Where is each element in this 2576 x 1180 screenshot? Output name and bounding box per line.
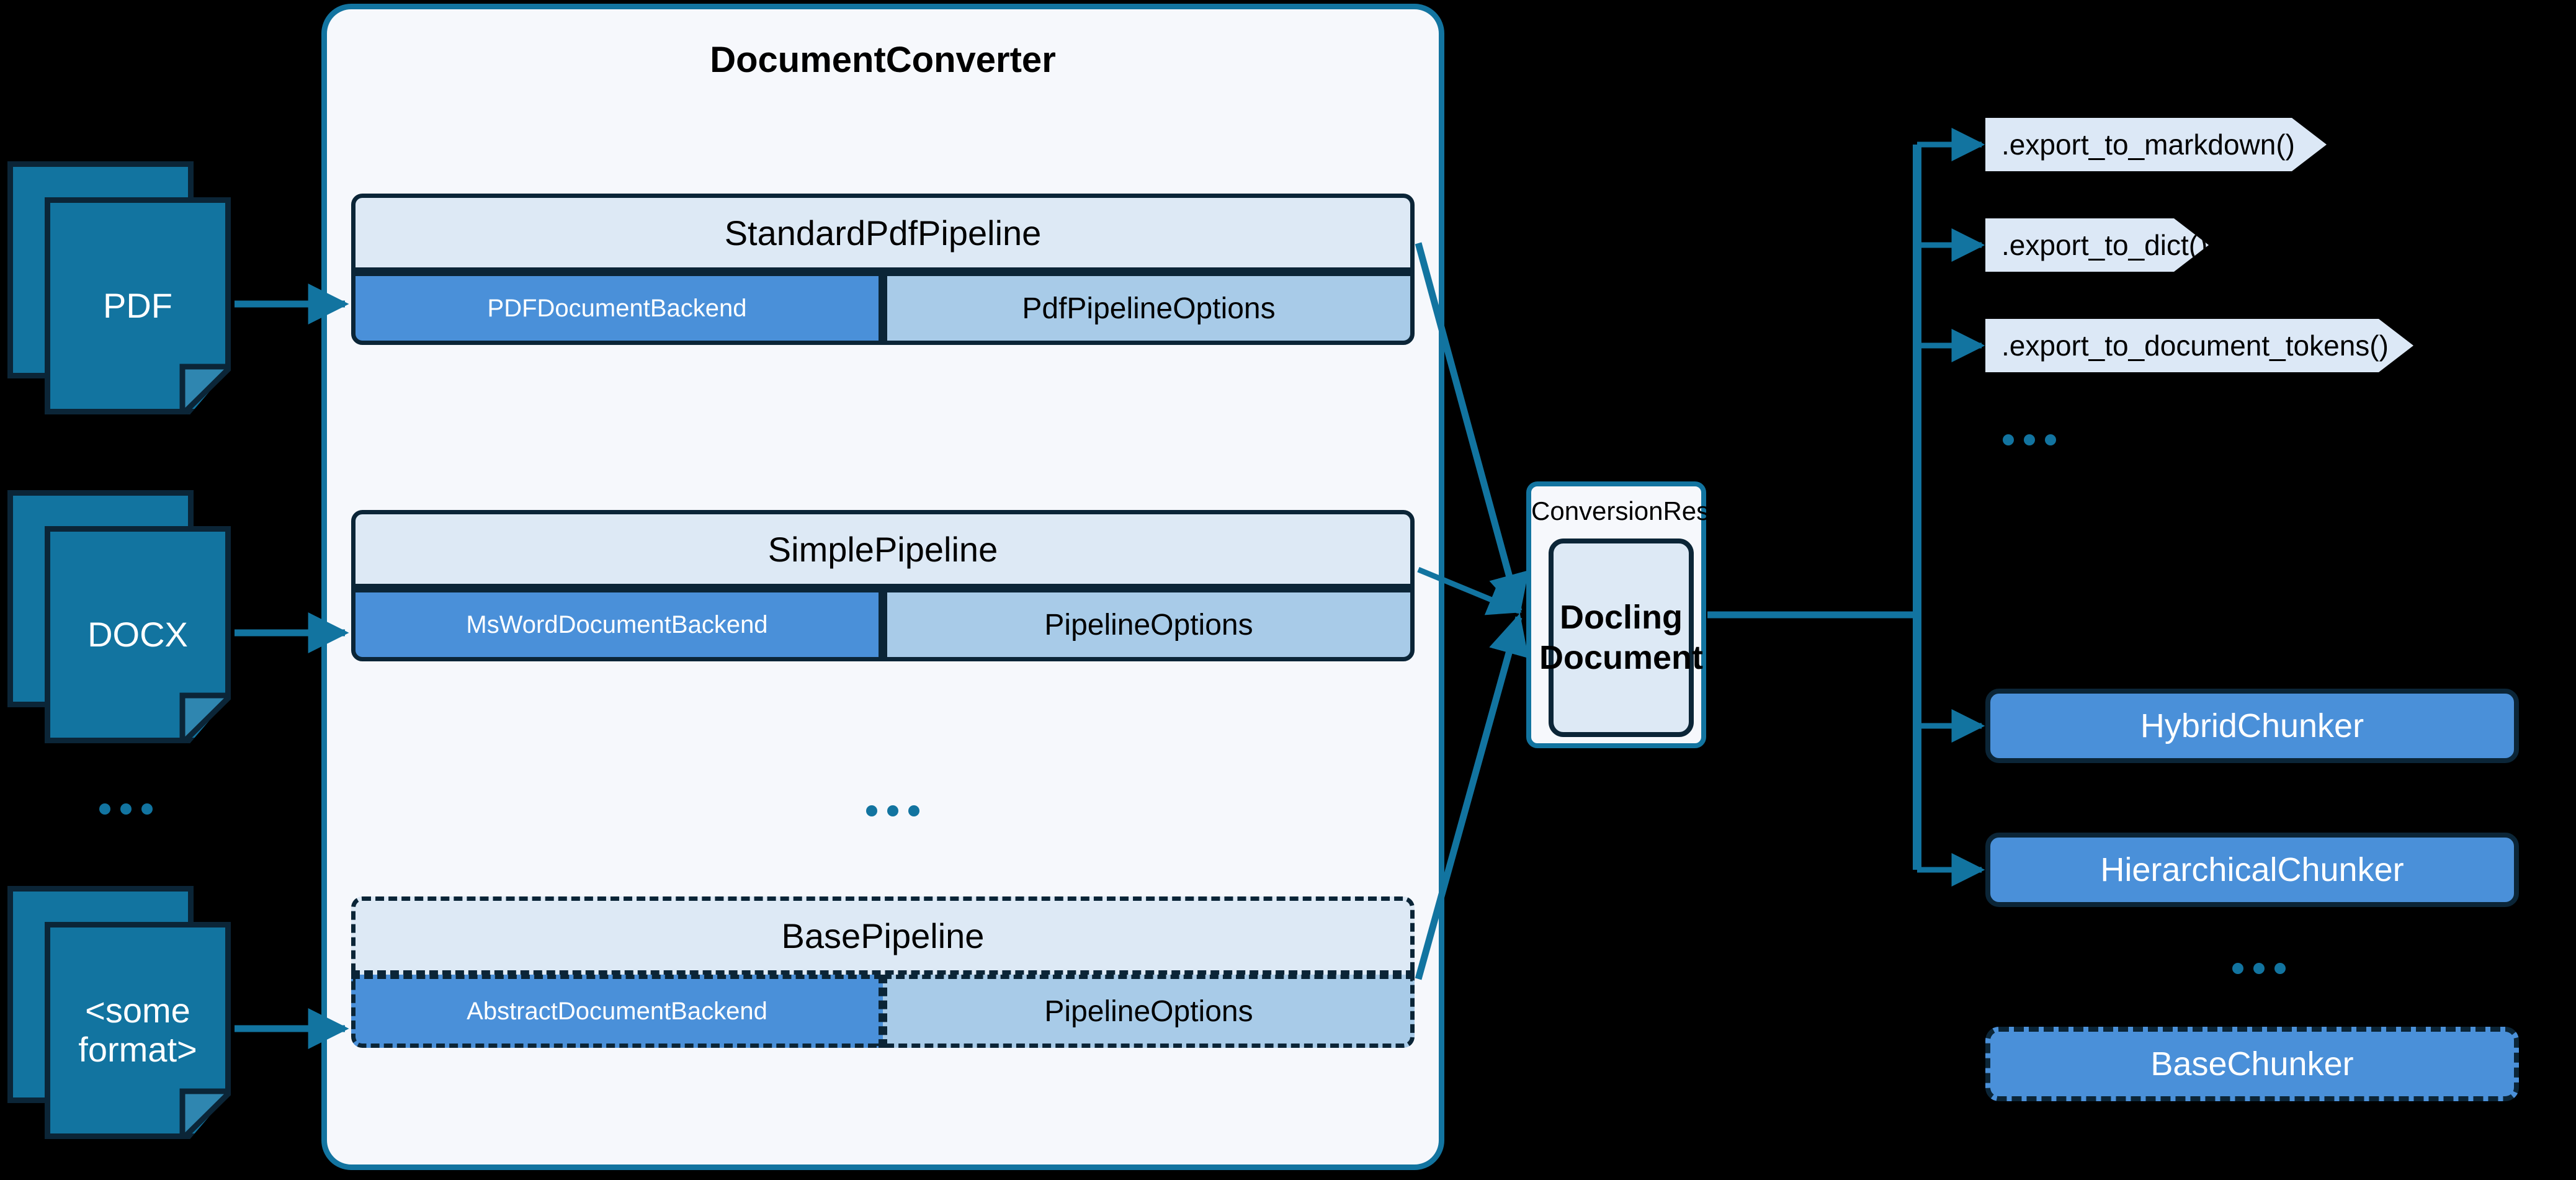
pipelines-ellipsis xyxy=(866,805,919,816)
pipeline-options[interactable]: PdfPipelineOptions xyxy=(883,272,1415,345)
chunker-hierarchical-label: HierarchicalChunker xyxy=(2100,851,2404,888)
doc-front-page: DOCX xyxy=(45,526,231,743)
input-doc-docx-label: DOCX xyxy=(87,614,188,654)
inputs-ellipsis xyxy=(99,803,153,815)
pipeline-head-label: BasePipeline xyxy=(781,916,985,955)
pipeline-options-label: PdfPipelineOptions xyxy=(1022,292,1276,325)
pipeline-backend[interactable]: MsWordDocumentBackend xyxy=(351,588,883,661)
pipeline-head-label: StandardPdfPipeline xyxy=(724,213,1042,253)
pipeline-head[interactable]: SimplePipeline xyxy=(351,510,1415,588)
pipeline-backend-label: AbstractDocumentBackend xyxy=(467,997,767,1025)
doc-front-page: <some format> xyxy=(45,922,231,1139)
pipeline-base[interactable]: BasePipeline AbstractDocumentBackend Pip… xyxy=(351,896,1415,1048)
pipeline-head[interactable]: StandardPdfPipeline xyxy=(351,194,1415,272)
chunkers-ellipsis xyxy=(2232,963,2286,974)
dot xyxy=(2003,434,2014,445)
pipeline-options[interactable]: PipelineOptions xyxy=(883,975,1415,1048)
dot xyxy=(141,803,153,815)
dot xyxy=(908,805,919,816)
export-to-document-tokens-button[interactable]: .export_to_document_tokens() xyxy=(1985,319,2413,372)
export-to-dict-button[interactable]: .export_to_dict() xyxy=(1985,218,2209,272)
pipeline-options-label: PipelineOptions xyxy=(1044,608,1253,641)
chunker-base[interactable]: BaseChunker xyxy=(1985,1027,2519,1101)
export-to-markdown-label: .export_to_markdown() xyxy=(2001,128,2295,161)
input-doc-some-format-label: <some format> xyxy=(78,991,197,1069)
conversion-result-box[interactable]: ConversionResult Docling Document xyxy=(1526,481,1737,748)
dot xyxy=(2274,963,2286,974)
chunker-hierarchical[interactable]: HierarchicalChunker xyxy=(1985,833,2519,907)
pipeline-row: MsWordDocumentBackend PipelineOptions xyxy=(351,588,1415,661)
pipeline-head-label: SimplePipeline xyxy=(767,529,998,569)
pipeline-backend-label: PDFDocumentBackend xyxy=(487,294,747,322)
pipeline-standard-pdf[interactable]: StandardPdfPipeline PDFDocumentBackend P… xyxy=(351,194,1415,345)
pipeline-options-label: PipelineOptions xyxy=(1044,995,1253,1028)
export-to-markdown-button[interactable]: .export_to_markdown() xyxy=(1985,118,2327,171)
docling-document-label: Docling Document xyxy=(1539,599,1704,676)
pipeline-backend-label: MsWordDocumentBackend xyxy=(466,610,768,638)
chunker-hybrid[interactable]: HybridChunker xyxy=(1985,689,2519,763)
dot xyxy=(2045,434,2056,445)
pipeline-backend[interactable]: AbstractDocumentBackend xyxy=(351,975,883,1048)
pipeline-row: PDFDocumentBackend PdfPipelineOptions xyxy=(351,272,1415,345)
export-to-dict-label: .export_to_dict() xyxy=(2001,229,2208,261)
doc-front-page: PDF xyxy=(45,197,231,414)
chunker-hybrid-label: HybridChunker xyxy=(2140,707,2364,744)
pipeline-head[interactable]: BasePipeline xyxy=(351,896,1415,975)
dot xyxy=(120,803,132,815)
input-doc-pdf-label: PDF xyxy=(103,285,172,325)
dot xyxy=(2024,434,2035,445)
chunker-base-label: BaseChunker xyxy=(2150,1045,2354,1083)
dot xyxy=(99,803,110,815)
pipeline-row: AbstractDocumentBackend PipelineOptions xyxy=(351,975,1415,1048)
docling-document-box[interactable]: Docling Document xyxy=(1539,539,1703,737)
dot xyxy=(887,805,898,816)
exports-ellipsis xyxy=(2003,434,2056,445)
pipeline-options[interactable]: PipelineOptions xyxy=(883,588,1415,661)
dot xyxy=(2232,963,2243,974)
export-to-document-tokens-label: .export_to_document_tokens() xyxy=(2001,329,2389,362)
pipeline-backend[interactable]: PDFDocumentBackend xyxy=(351,272,883,345)
conversion-result-label: ConversionResult xyxy=(1531,496,1737,525)
dot xyxy=(2253,963,2265,974)
pipeline-simple[interactable]: SimplePipeline MsWordDocumentBackend Pip… xyxy=(351,510,1415,661)
page-title: DocumentConverter xyxy=(710,40,1056,80)
dot xyxy=(866,805,877,816)
